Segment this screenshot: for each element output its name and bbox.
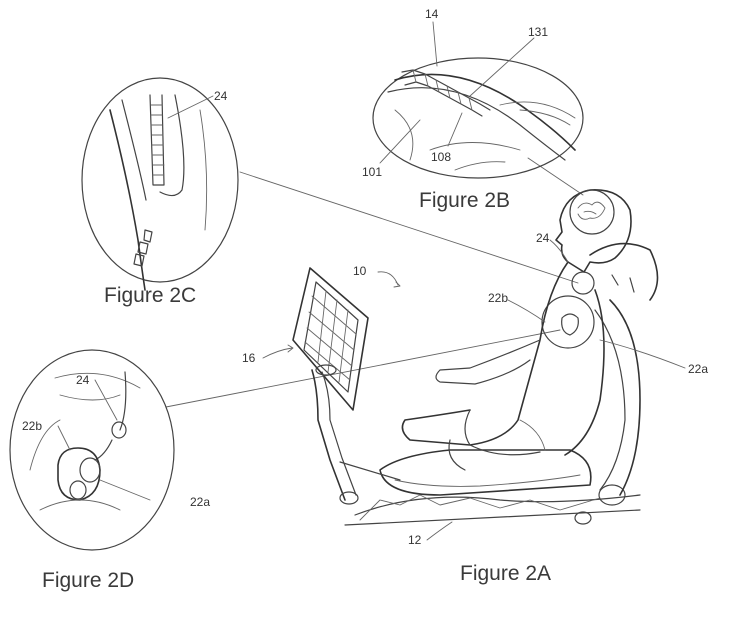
screen-grid [304, 290, 357, 383]
chair [379, 242, 659, 496]
figure-2d-detail [9, 349, 175, 551]
connector-lines [165, 157, 584, 408]
ref-108: 108 [431, 150, 451, 164]
electrode-array [401, 69, 491, 117]
base-platform [344, 484, 641, 526]
figure-2b-detail [372, 21, 584, 179]
ref-101: 101 [362, 165, 382, 179]
figure-2c-detail [81, 77, 239, 291]
main-leaders [262, 239, 686, 541]
sensor-strip [149, 94, 165, 186]
ref-22b-figure-2d: 22b [22, 419, 42, 433]
ref-14: 14 [425, 7, 439, 21]
ref-22a-figure-2d: 22a [190, 495, 210, 509]
ref-24-figure-2c: 24 [214, 89, 228, 103]
seated-person [401, 189, 632, 471]
caption-figure-2c: Figure 2C [104, 284, 196, 307]
ref-22a: 22a [688, 362, 708, 376]
caption-figure-2a: Figure 2A [460, 562, 551, 585]
ref-10: 10 [353, 264, 367, 278]
ref-24-figure-2d: 24 [76, 373, 90, 387]
ref-12: 12 [408, 533, 422, 547]
ref-22b: 22b [488, 291, 508, 305]
caption-figure-2b: Figure 2B [419, 189, 510, 212]
ref-16: 16 [242, 351, 256, 365]
figure-2a-main [262, 189, 686, 541]
ref-131: 131 [528, 25, 548, 39]
caption-figure-2d: Figure 2D [42, 569, 134, 592]
display-monitor [292, 267, 401, 505]
ref-24: 24 [536, 231, 550, 245]
